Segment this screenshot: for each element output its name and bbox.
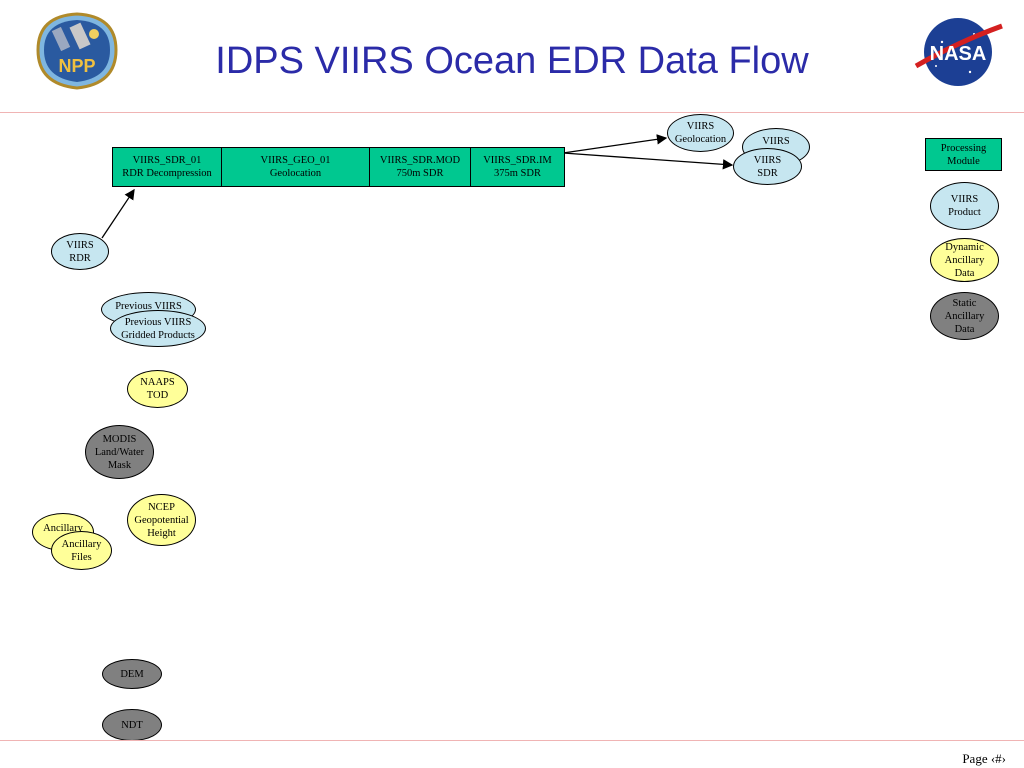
naaps-tod-input: NAAPS TOD [127, 370, 188, 408]
viirs-rdr-input: VIIRS RDR [51, 233, 109, 270]
legend-viirs-product: VIIRS Product [930, 182, 999, 230]
arrow-rdr-to-chain [101, 188, 135, 239]
module-viirs-sdr-mod: VIIRS_SDR.MOD 750m SDR [370, 148, 471, 186]
nasa-logo-text: NASA [930, 43, 987, 65]
arrow-chain-to-sdr [562, 152, 734, 170]
npp-logo-text: NPP [58, 56, 95, 76]
previous-viirs-gridded-products: Previous VIIRS Gridded Products [110, 310, 206, 347]
module-viirs-sdr-01: VIIRS_SDR_01 RDR Decompression [113, 148, 222, 186]
footer-rule [0, 740, 1024, 741]
ncep-geopotential-height-input: NCEP Geopotential Height [127, 494, 196, 546]
module-viirs-geo-01: VIIRS_GEO_01 Geolocation [222, 148, 370, 186]
legend-processing-module: Processing Module [925, 138, 1002, 171]
ancillary-files-input: Ancillary Files [51, 531, 112, 570]
dem-input: DEM [102, 659, 162, 689]
viirs-geolocation-output: VIIRS Geolocation [667, 114, 734, 152]
module-viirs-sdr-im: VIIRS_SDR.IM 375m SDR [471, 148, 564, 186]
header-rule [0, 112, 1024, 113]
viirs-sdr-output: VIIRS SDR [733, 148, 802, 185]
ndt-input: NDT [102, 709, 162, 741]
npp-logo: NPP [30, 8, 124, 92]
processing-chain: VIIRS_SDR_01 RDR Decompression VIIRS_GEO… [112, 147, 565, 187]
nasa-logo: NASA [912, 12, 1004, 90]
page-number: Page ‹#› [962, 751, 1006, 766]
page-title: IDPS VIIRS Ocean EDR Data Flow [215, 40, 809, 82]
legend-dynamic-ancillary-data: Dynamic Ancillary Data [930, 238, 999, 282]
arrow-chain-to-geolocation [562, 134, 668, 154]
legend-static-ancillary-data: Static Ancillary Data [930, 292, 999, 340]
modis-land-water-mask-input: MODIS Land/Water Mask [85, 425, 154, 479]
